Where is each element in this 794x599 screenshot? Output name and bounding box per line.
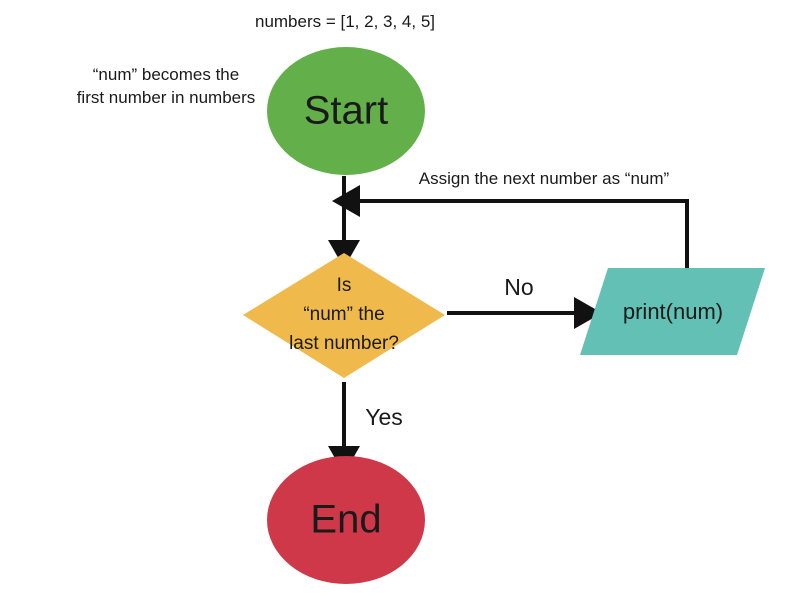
decision-node-label-line1: Is: [337, 275, 352, 296]
edge-process-to-start-loop: [332, 185, 689, 268]
end-node-label: End: [310, 498, 381, 542]
decision-node-label-line2: “num” the: [303, 304, 384, 325]
process-node-label: print(num): [623, 299, 723, 324]
decision-node[interactable]: [243, 253, 445, 378]
process-node[interactable]: [580, 268, 765, 355]
loop-back-annotation: Assign the next number as “num”: [419, 169, 670, 188]
decision-node-label-line3: last number?: [289, 333, 399, 354]
edge-label-no: No: [504, 274, 533, 300]
end-node[interactable]: [267, 456, 425, 584]
numbers-note: numbers = [1, 2, 3, 4, 5]: [255, 12, 435, 31]
edge-label-yes: Yes: [365, 404, 403, 430]
init-annotation-line1: “num” becomes the: [93, 65, 239, 84]
init-annotation-line2: first number in numbers: [77, 88, 256, 107]
start-node[interactable]: [267, 47, 425, 175]
start-node-label: Start: [304, 89, 388, 133]
